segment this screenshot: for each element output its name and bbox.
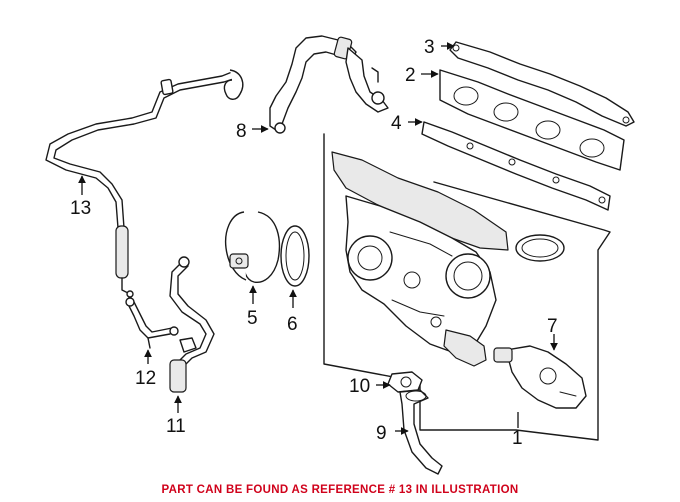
stud-strip-part-4 <box>421 121 611 211</box>
small-line-part-12 <box>125 297 179 349</box>
callout-12: 12 <box>135 368 156 389</box>
callout-labels: 3 2 4 8 13 5 6 7 10 9 12 11 1 <box>70 37 558 449</box>
v-band-clamp-part-5 <box>224 211 281 283</box>
callout-1: 1 <box>512 428 523 449</box>
callout-11: 11 <box>166 416 186 437</box>
water-line-part-11 <box>169 256 215 393</box>
callout-10: 10 <box>349 376 370 397</box>
gasket-ring-part-6 <box>280 225 310 287</box>
callout-7: 7 <box>547 316 558 337</box>
reference-note: PART CAN BE FOUND AS REFERENCE # 13 IN I… <box>161 484 519 496</box>
callout-2: 2 <box>405 65 416 86</box>
callout-4: 4 <box>391 113 402 134</box>
oil-feed-line-part-13 <box>45 69 244 298</box>
callout-6: 6 <box>287 314 298 335</box>
manifold-gasket-part-2 <box>439 69 625 171</box>
flange-gasket-part-10 <box>387 371 423 393</box>
wastegate-actuator-part-7 <box>493 345 587 409</box>
callout-9: 9 <box>376 423 387 444</box>
callout-3: 3 <box>424 37 435 58</box>
turbocharger-assembly-part-1 <box>323 133 611 441</box>
callout-8: 8 <box>236 121 247 142</box>
callout-5: 5 <box>247 308 258 329</box>
return-pipe-part-9 <box>399 389 443 475</box>
leader-lines <box>78 42 558 435</box>
callout-13: 13 <box>70 198 91 219</box>
coolant-hose-part-8 <box>269 35 389 134</box>
